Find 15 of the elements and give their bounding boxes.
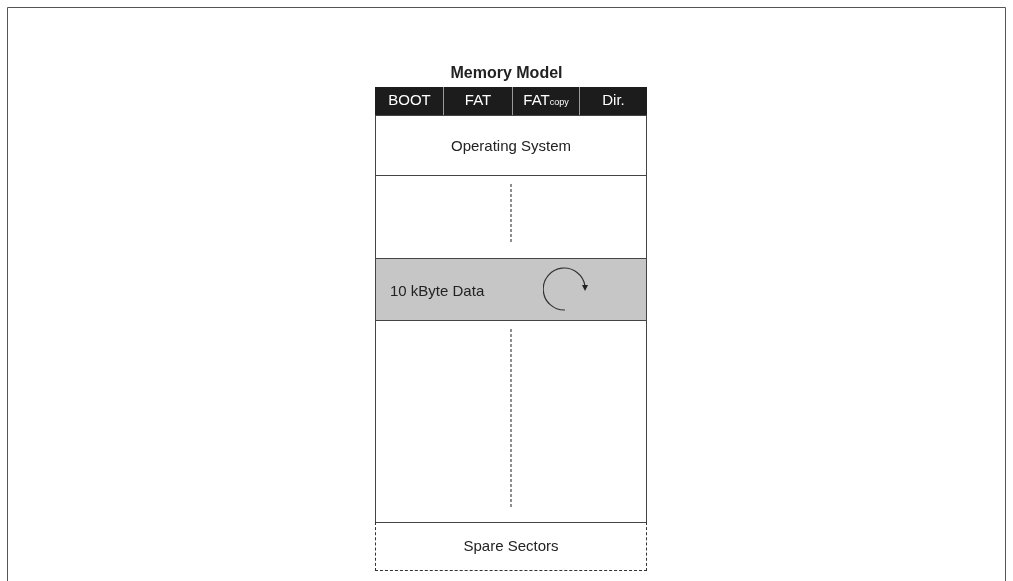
- memory-section: [375, 115, 647, 176]
- header-label: Dir.: [601, 91, 626, 108]
- section-label: Spare Sectors: [462, 536, 560, 554]
- section-label: 10 kByte Data: [390, 281, 485, 299]
- header-label: BOOT: [387, 91, 432, 108]
- free-space-section: [375, 320, 647, 523]
- header-label: FAT: [463, 91, 493, 108]
- header-cell: [443, 87, 512, 115]
- diagram-title: Memory Model: [449, 64, 564, 82]
- data-section: [375, 258, 647, 321]
- header-cell: [375, 87, 443, 115]
- spare-section: [375, 522, 647, 571]
- section-label: Operating System: [449, 136, 573, 154]
- header-cell: [579, 87, 647, 115]
- header-cell: [512, 87, 579, 115]
